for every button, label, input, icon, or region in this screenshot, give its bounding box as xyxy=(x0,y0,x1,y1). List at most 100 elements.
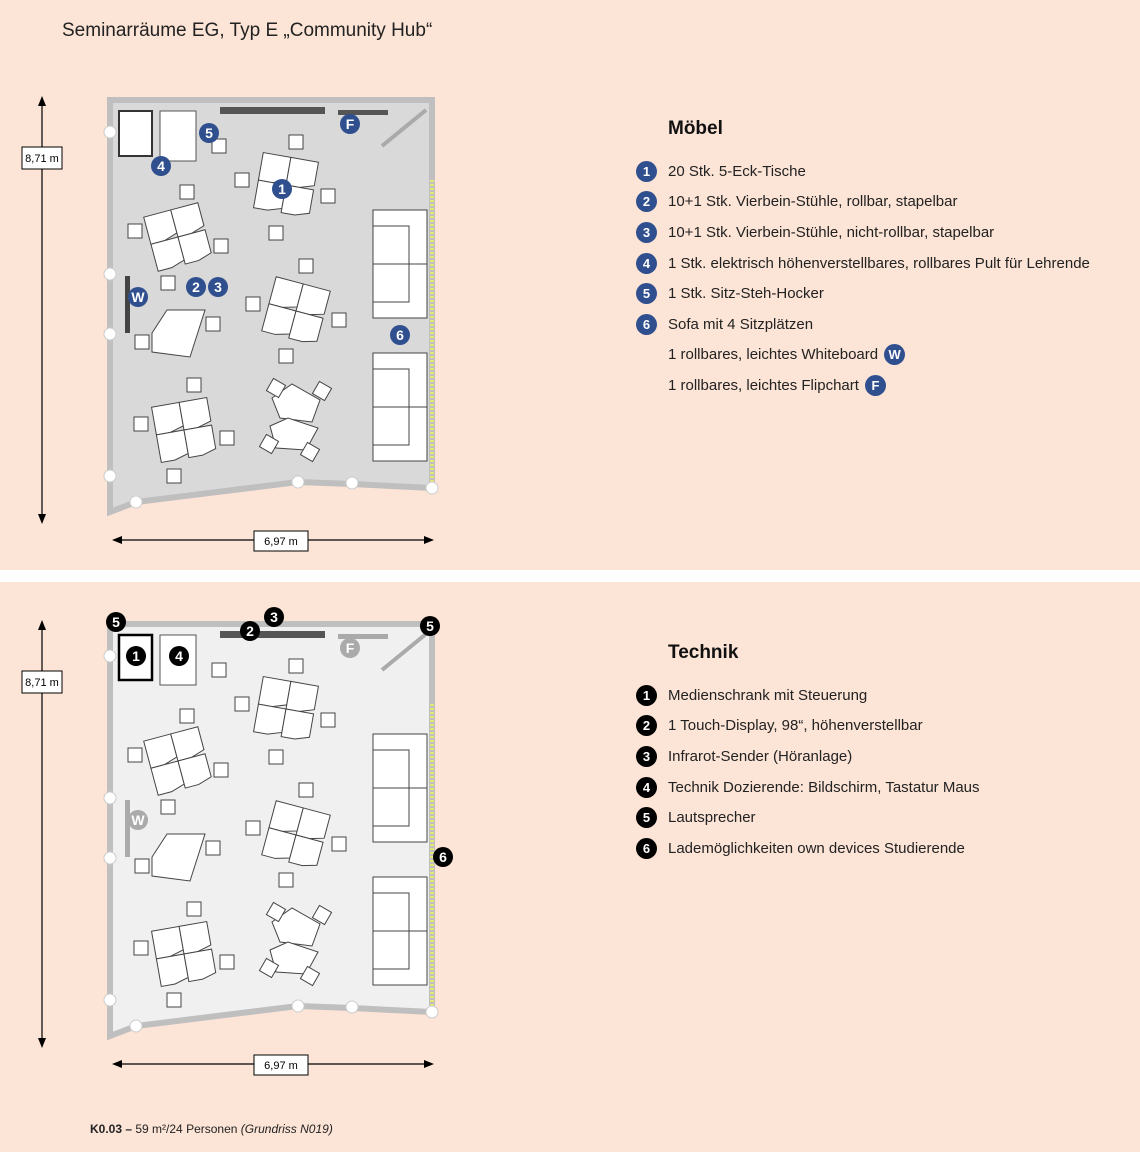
marker-flipchart xyxy=(340,114,360,134)
chair xyxy=(331,836,347,852)
pillar xyxy=(103,791,117,805)
arrow-down-icon xyxy=(38,514,46,524)
height-label-box xyxy=(21,670,63,694)
pentagon-table xyxy=(288,310,324,343)
technik-text: Technik Dozierende: Bildschirm, Tastatur… xyxy=(668,778,980,796)
small-table-a xyxy=(271,383,321,423)
marker-flipchart-faded xyxy=(340,638,360,658)
chair xyxy=(166,468,182,484)
display-wall-bar xyxy=(220,631,325,638)
chair xyxy=(160,275,176,291)
chair xyxy=(234,172,250,188)
chair xyxy=(179,708,195,724)
moebel-text: 1 rollbares, leichtes Whiteboard xyxy=(668,346,879,364)
pentagon-table xyxy=(170,202,205,238)
chair xyxy=(219,430,235,446)
marker-whiteboard xyxy=(128,287,148,307)
technik-text: Lademöglichkeiten own devices Studierend… xyxy=(668,839,965,857)
marker-flipchart-faded-label: F xyxy=(346,640,355,656)
split-table xyxy=(151,833,206,882)
width-label-box xyxy=(253,530,309,552)
moebel-item: 3 10+1 Stk. Vierbein-Stühle, nicht-rollba… xyxy=(636,217,1090,248)
lectern xyxy=(159,110,197,162)
pillar xyxy=(103,267,117,281)
arrow-left-icon xyxy=(112,1060,122,1068)
pentagon-table xyxy=(155,429,189,464)
pentagon-table xyxy=(261,303,297,335)
sofa-upper-seat xyxy=(372,749,410,827)
marker-5-label: 5 xyxy=(205,125,213,141)
chair xyxy=(331,312,347,328)
marker-1-label: 1 xyxy=(278,181,286,197)
pillar xyxy=(103,851,117,865)
pentagon-table xyxy=(143,209,178,245)
chair xyxy=(311,380,333,402)
pillar xyxy=(345,1000,359,1014)
pentagon-table xyxy=(268,276,304,308)
sofa-lower-seat xyxy=(372,368,410,446)
marker-2-label: 2 xyxy=(192,279,200,295)
table-cluster xyxy=(143,202,212,272)
pentagon-table xyxy=(177,229,212,265)
pentagon-table xyxy=(183,948,217,983)
flipchart-bar xyxy=(338,634,388,639)
pentagon-table xyxy=(295,283,331,316)
arrow-up-icon xyxy=(38,620,46,630)
marker-speaker-right-label: 5 xyxy=(426,618,434,634)
room-footer: K0.03 – 59 m²/24 Personen (Grundriss N01… xyxy=(90,1122,333,1136)
technik-marker: 1 xyxy=(636,684,657,706)
chair xyxy=(245,820,261,836)
marker-4-label: 4 xyxy=(157,158,165,174)
technik-text: Lautsprecher xyxy=(668,809,756,827)
marker-lecturer-tech-label: 4 xyxy=(175,648,183,664)
display-wall-bar xyxy=(220,107,325,114)
chair xyxy=(234,696,250,712)
plan-reference: (Grundriss N019) xyxy=(240,1122,333,1136)
chair xyxy=(268,749,284,765)
pillar xyxy=(425,1005,439,1019)
chair xyxy=(166,992,182,1008)
moebel-text: 10+1 Stk. Vierbein-Stühle, nicht-rollbar… xyxy=(668,223,995,241)
table-cluster xyxy=(261,800,331,867)
marker-2 xyxy=(186,277,206,297)
chair xyxy=(205,840,221,856)
marker-6-label: 6 xyxy=(396,327,404,343)
chair xyxy=(268,225,284,241)
marker-3-label: 3 xyxy=(214,279,222,295)
table-cluster xyxy=(252,675,320,740)
chair xyxy=(219,954,235,970)
pentagon-table xyxy=(150,401,184,436)
pentagon-table xyxy=(183,424,217,459)
room-area-people: 59 m²/24 Personen xyxy=(135,1122,238,1136)
moebel-marker: 2 xyxy=(636,191,657,213)
chair xyxy=(278,348,294,364)
technik-text: Medienschrank mit Steuerung xyxy=(668,686,868,704)
chair xyxy=(265,901,287,923)
arrow-left-icon xyxy=(112,536,122,544)
marker-charging-label: 6 xyxy=(439,849,447,865)
door-swing xyxy=(380,108,428,148)
chair xyxy=(160,799,176,815)
marker-3 xyxy=(208,277,228,297)
technik-text: 1 Touch-Display, 98“, höhenverstellbar xyxy=(668,717,923,735)
chair xyxy=(288,658,304,674)
moebel-marker: 3 xyxy=(636,221,657,243)
sofa-upper-seat xyxy=(372,225,410,303)
pentagon-table xyxy=(155,953,189,988)
width-label: 6,97 m xyxy=(264,536,298,548)
chair xyxy=(245,296,261,312)
technik-marker: 3 xyxy=(636,745,657,767)
chair xyxy=(265,377,287,399)
whiteboard-bar xyxy=(125,276,130,333)
marker-flipchart-label: F xyxy=(346,116,355,132)
marker-speaker-left xyxy=(106,612,126,632)
arrow-right-icon xyxy=(424,1060,434,1068)
moebel-trail-marker: W xyxy=(884,344,906,366)
pillar xyxy=(103,469,117,483)
